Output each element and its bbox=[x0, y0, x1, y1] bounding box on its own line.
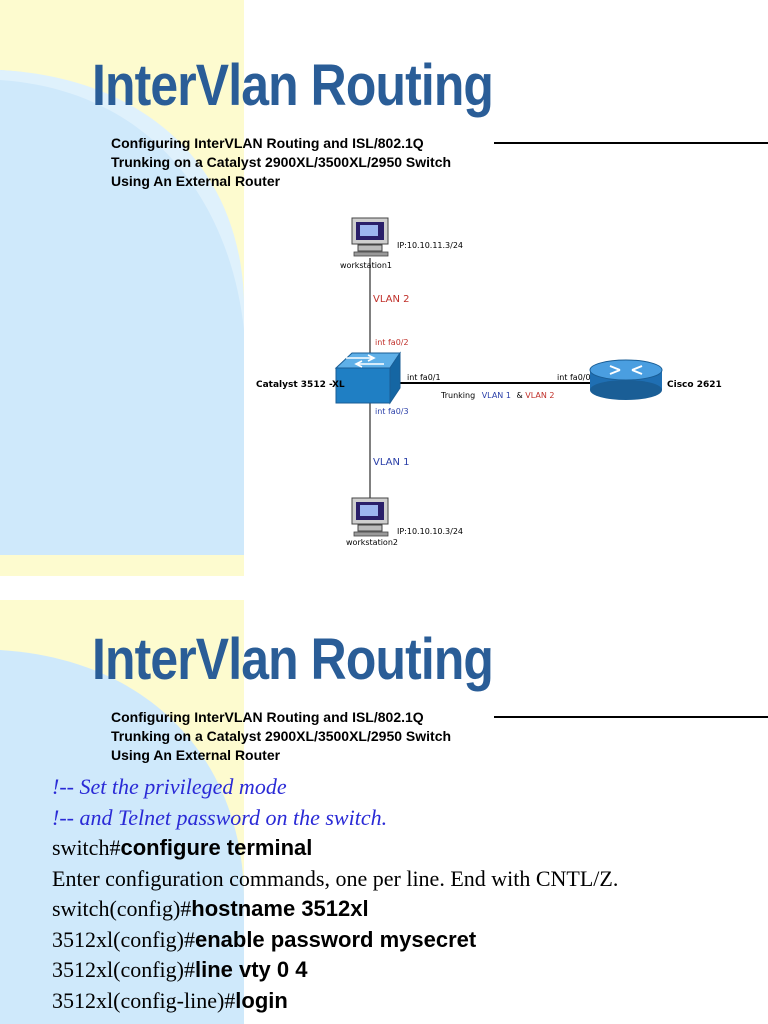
slide-background-decoration bbox=[0, 0, 244, 576]
code-command-line: 3512xl(config)#enable password mysecret bbox=[52, 925, 618, 956]
title-rule bbox=[494, 716, 768, 718]
code-command-line: switch(config)#hostname 3512xl bbox=[52, 894, 618, 925]
code-prompt: 3512xl(config)# bbox=[52, 957, 195, 982]
slide-title: InterVlan Routing bbox=[92, 627, 494, 692]
workstation2-name: workstation2 bbox=[346, 538, 398, 547]
code-output: Enter configuration commands, one per li… bbox=[52, 865, 619, 891]
subtitle-line: Using An External Router bbox=[111, 173, 281, 189]
slide-title: InterVlan Routing bbox=[92, 53, 494, 118]
vlan2-label: VLAN 2 bbox=[373, 294, 410, 305]
code-command: login bbox=[235, 987, 288, 1013]
slide-1: InterVlan Routing Configuring InterVLAN … bbox=[0, 0, 768, 576]
network-diagram: workstation1 IP:10.10.11.3/24 VLAN 2 int… bbox=[256, 217, 722, 547]
router-icon bbox=[589, 359, 663, 400]
workstation1-icon bbox=[351, 217, 389, 257]
workstation1-name: workstation1 bbox=[340, 261, 392, 270]
slide-subtitle: Configuring InterVLAN Routing and ISL/80… bbox=[111, 708, 451, 765]
slide-subtitle: Configuring InterVLAN Routing and ISL/80… bbox=[111, 134, 451, 191]
subtitle-line: Configuring InterVLAN Routing and ISL/80… bbox=[111, 709, 424, 725]
trunk-vlan2: VLAN 2 bbox=[525, 391, 554, 400]
trunk-vlan1: VLAN 1 bbox=[482, 391, 511, 400]
code-command: line vty 0 4 bbox=[194, 957, 308, 982]
code-prompt: switch(config)# bbox=[52, 896, 192, 921]
int-fa0-2-label: int fa0/2 bbox=[375, 338, 409, 347]
vlan1-label: VLAN 1 bbox=[373, 457, 410, 468]
code-command: hostname 3512xl bbox=[191, 896, 369, 921]
code-prompt: 3512xl(config-line)# bbox=[52, 987, 236, 1013]
config-code-block: !-- Set the privileged mode !-- and Teln… bbox=[52, 772, 618, 1016]
code-prompt: switch# bbox=[52, 835, 121, 860]
router-name: Cisco 2621 bbox=[667, 380, 722, 390]
code-command-line: 3512xl(config)#line vty 0 4 bbox=[52, 955, 618, 986]
int-fa0-1-label: int fa0/1 bbox=[407, 373, 441, 382]
subtitle-line: Trunking on a Catalyst 2900XL/3500XL/295… bbox=[111, 154, 452, 170]
subtitle-line: Trunking on a Catalyst 2900XL/3500XL/295… bbox=[111, 728, 452, 744]
code-comment: !-- and Telnet password on the switch. bbox=[52, 804, 388, 830]
subtitle-line: Using An External Router bbox=[111, 747, 281, 763]
title-rule bbox=[494, 142, 768, 144]
code-command: configure terminal bbox=[120, 835, 313, 860]
slide-2: InterVlan Routing Configuring InterVLAN … bbox=[0, 600, 768, 1024]
int-fa0-0-label: int fa0/0 bbox=[557, 373, 591, 382]
code-command: enable password mysecret bbox=[194, 926, 477, 952]
workstation1-ip: IP:10.10.11.3/24 bbox=[397, 241, 463, 250]
code-prompt: 3512xl(config)# bbox=[52, 926, 195, 952]
subtitle-line: Configuring InterVLAN Routing and ISL/80… bbox=[111, 135, 424, 151]
slide-background-decoration bbox=[0, 600, 768, 1024]
switch-icon bbox=[334, 351, 401, 405]
workstation2-icon bbox=[351, 497, 389, 537]
code-command-line: switch#configure terminal bbox=[52, 833, 618, 864]
trunk-amp: & bbox=[516, 391, 522, 400]
code-comment: !-- Set the privileged mode bbox=[52, 774, 287, 799]
switch-name: Catalyst 3512 -XL bbox=[256, 380, 345, 390]
trunking-prefix: Trunking bbox=[440, 391, 475, 400]
workstation2-ip: IP:10.10.10.3/24 bbox=[397, 527, 463, 536]
trunking-label: Trunking VLAN 1 & VLAN 2 bbox=[440, 391, 554, 400]
code-command-line: 3512xl(config-line)#login bbox=[52, 986, 618, 1017]
int-fa0-3-label: int fa0/3 bbox=[375, 407, 409, 416]
